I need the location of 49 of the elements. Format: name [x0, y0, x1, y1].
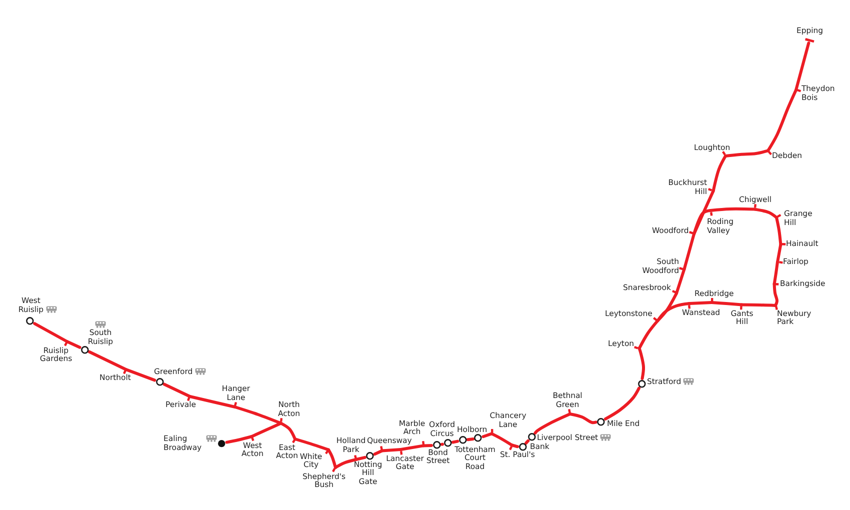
rail-line — [188, 395, 236, 408]
rail-line — [510, 444, 520, 448]
rail-line — [638, 319, 660, 350]
rail-line — [638, 346, 645, 380]
rail-line — [124, 368, 156, 382]
rail-line — [354, 456, 366, 461]
rail-line — [656, 292, 678, 322]
rail-line — [327, 448, 337, 469]
rail-line — [440, 442, 444, 446]
rail-line — [754, 208, 778, 219]
rail-line — [772, 260, 779, 286]
rail-line — [682, 232, 696, 270]
rail-line — [88, 350, 128, 371]
rail-line — [656, 302, 691, 322]
rail-line — [66, 340, 82, 349]
rail-line — [775, 216, 782, 246]
rail-line — [33, 322, 68, 343]
rail-line — [772, 282, 778, 307]
rail-line — [688, 301, 714, 305]
rail-line — [422, 444, 433, 448]
rail-line — [280, 422, 296, 440]
rail-line — [399, 444, 425, 451]
rail-line — [724, 149, 770, 158]
rail-line — [334, 458, 358, 469]
rail-line — [710, 301, 744, 306]
rail-line — [490, 432, 514, 446]
rail-line — [740, 303, 777, 307]
rail-line — [380, 448, 402, 452]
rail-line — [162, 382, 192, 398]
rail-line — [794, 42, 810, 92]
rail-line — [692, 209, 712, 236]
rail-line — [451, 440, 460, 444]
rail-line — [373, 449, 384, 456]
rail-line — [466, 437, 475, 442]
rail-line — [534, 412, 572, 435]
rail-line — [568, 412, 598, 424]
rail-line — [250, 422, 282, 438]
rail-line — [234, 406, 282, 425]
rail-line — [294, 438, 330, 452]
rail-line — [482, 432, 494, 438]
rail-line — [776, 243, 782, 264]
rail-line — [712, 154, 727, 192]
rail-line — [225, 435, 254, 444]
rail-line — [709, 207, 756, 212]
rail-line — [604, 386, 640, 420]
rail-line — [675, 268, 686, 295]
rail-line — [524, 439, 530, 445]
rail-line — [766, 88, 798, 152]
rail-line — [692, 190, 715, 236]
